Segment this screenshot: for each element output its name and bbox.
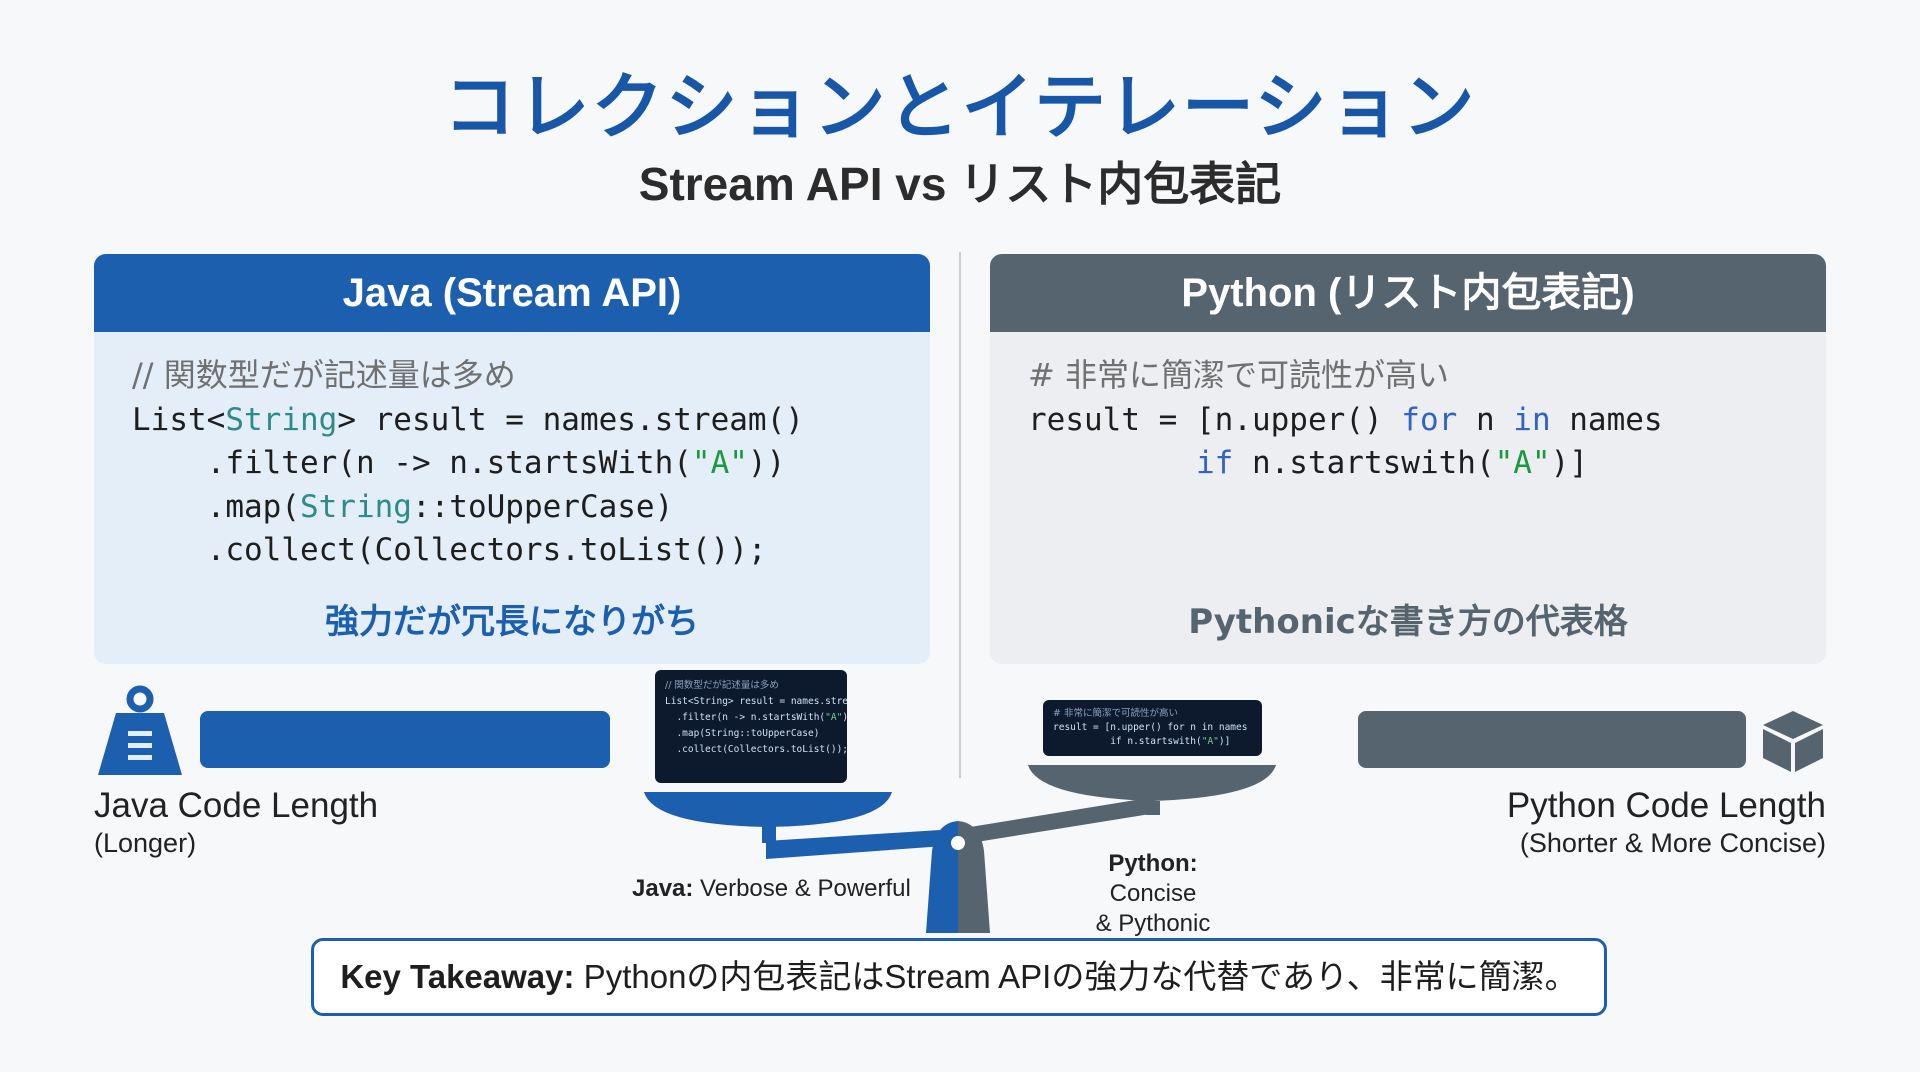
- python-mini-code-screen: # 非常に簡潔で可読性が高い result = [n.upper() for n…: [1043, 700, 1262, 756]
- java-code-line-3: .map(String::toUpperCase): [132, 488, 674, 525]
- key-takeaway-box: Key Takeaway: Pythonの内包表記はStream APIの強力な…: [311, 938, 1607, 1016]
- python-code-block: # 非常に簡潔で可読性が高い result = [n.upper() for n…: [1028, 354, 1826, 486]
- python-code-comment: # 非常に簡潔で可読性が高い: [1028, 356, 1449, 394]
- takeaway-label: Key Takeaway:: [340, 958, 575, 995]
- takeaway-text: Pythonの内包表記はStream APIの強力な代替であり、非常に簡潔。: [574, 958, 1578, 995]
- java-length-bar: [200, 711, 610, 768]
- page-subtitle: Stream API vs リスト内包表記: [638, 158, 1282, 210]
- java-code-comment: // 関数型だが記述量は多め: [132, 356, 516, 394]
- center-divider: [959, 252, 961, 778]
- page-title: コレクションとイテレーション: [443, 65, 1477, 149]
- java-mini-code-screen: // 関数型だが記述量は多め List<String> result = nam…: [655, 670, 847, 783]
- java-panel: Java (Stream API) // 関数型だが記述量は多め List<St…: [94, 254, 930, 664]
- python-length-label: Python Code Length (Shorter & More Conci…: [1506, 786, 1826, 858]
- python-panel-heading: Python (リスト内包表記): [990, 254, 1826, 332]
- java-panel-heading: Java (Stream API): [94, 254, 930, 332]
- python-length-bar: [1358, 711, 1746, 768]
- weight-icon: [98, 685, 182, 775]
- python-code-line-1: result = [n.upper() for n in names: [1028, 401, 1663, 438]
- python-panel: Python (リスト内包表記) # 非常に簡潔で可読性が高い result =…: [990, 254, 1826, 664]
- cube-icon: [1763, 711, 1823, 772]
- java-code-line-2: .filter(n -> n.startsWith("A")): [132, 445, 786, 481]
- java-length-label: Java Code Length (Longer): [94, 786, 379, 858]
- java-caption: 強力だが冗長になりがち: [325, 602, 699, 642]
- python-caption: Pythonicな書き方の代表格: [1188, 602, 1628, 642]
- python-scale-label: Python: Concise& Pythonic: [1095, 850, 1211, 937]
- balance-scale-icon: [644, 765, 1276, 933]
- java-code-line-4: .collect(Collectors.toList());: [132, 532, 767, 568]
- java-scale-label: Java: Verbose & Powerful: [632, 875, 911, 902]
- java-code-block: // 関数型だが記述量は多め List<String> result = nam…: [132, 354, 930, 573]
- java-code-line-1: List<String> result = names.stream(): [132, 401, 804, 438]
- python-code-line-2: if n.startswith("A")]: [1195, 445, 1588, 481]
